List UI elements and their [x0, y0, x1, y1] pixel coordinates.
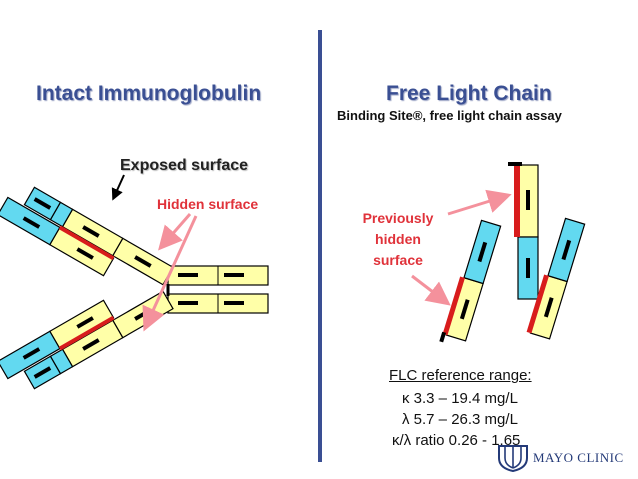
right-panel-subtitle: Binding Site®, free light chain assay: [337, 108, 562, 123]
left-panel-title: Intact Immunoglobulin: [36, 82, 262, 105]
hidden-surface-arrow-lower: [142, 215, 198, 332]
hidden-surface-label: Hidden surface: [157, 196, 259, 212]
previously-hidden-arrow-lower: [411, 274, 451, 306]
previously-hidden-line-3: surface: [373, 252, 423, 268]
reference-ratio: κ/λ ratio 0.26 - 1.65: [392, 432, 521, 449]
reference-lambda: λ 5.7 – 26.3 mg/L: [402, 411, 518, 428]
right-panel-title: Free Light Chain: [386, 82, 552, 105]
free-light-chain-left: [439, 219, 502, 343]
fc-stem: [166, 265, 269, 314]
free-light-chain-right: [526, 217, 586, 340]
previously-hidden-line-2: hidden: [375, 231, 421, 247]
previously-hidden-line-1: Previously: [362, 210, 434, 226]
previously-hidden-arrow-upper: [447, 189, 512, 216]
previously-hidden-label: Previously hidden surface: [356, 208, 440, 271]
upper-fab-arm: [0, 186, 174, 286]
lower-fab-arm: [0, 290, 174, 390]
mayo-clinic-logo-text: MAYO CLINIC: [533, 450, 624, 465]
reference-kappa: κ 3.3 – 19.4 mg/L: [402, 390, 518, 407]
hidden-surface-arrow-upper: [158, 213, 192, 251]
mayo-shield-icon: [498, 445, 528, 472]
panel-divider: [318, 30, 322, 462]
exposed-surface-arrow: [111, 174, 125, 201]
exposed-surface-label: Exposed surface: [120, 157, 249, 174]
free-light-chain-middle: [508, 162, 539, 300]
mayo-clinic-logo: MAYO CLINIC: [497, 444, 624, 472]
reference-heading: FLC reference range:: [389, 367, 532, 384]
